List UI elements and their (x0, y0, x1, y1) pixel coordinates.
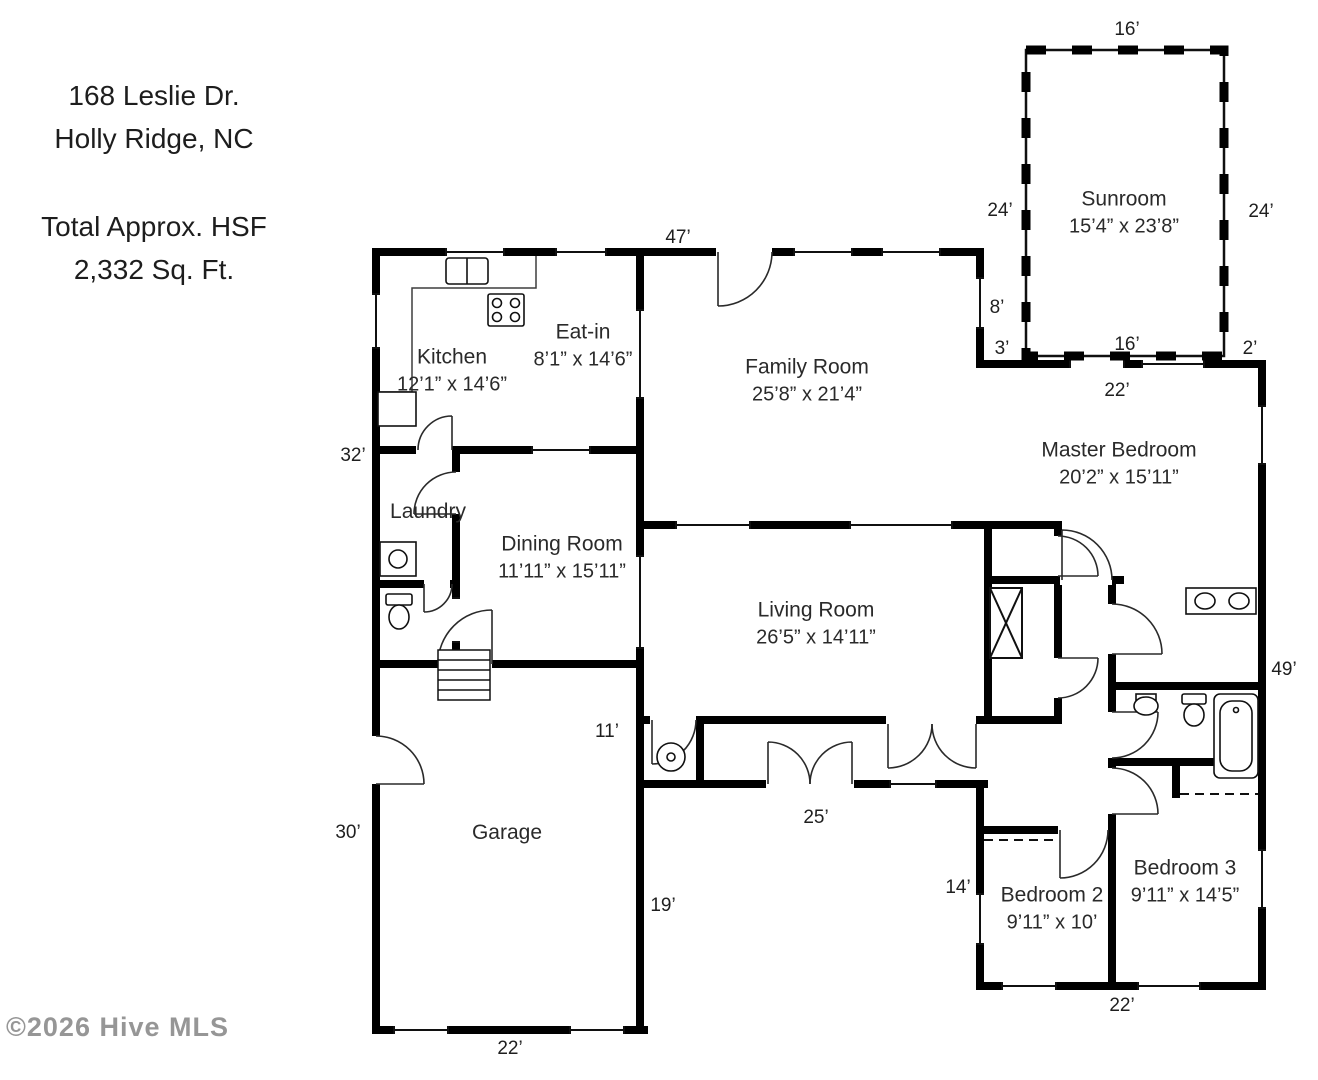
sqft-line-2: 2,332 Sq. Ft. (73, 254, 235, 286)
halfbath-toilet-icon (385, 593, 413, 630)
dim-sunroom-left: 24’ (987, 200, 1013, 221)
dim-garage-top-right: 11’ (595, 721, 619, 742)
dim-sunroom-bottom: 16’ (1114, 334, 1140, 355)
closet-rod-dashes (984, 793, 1258, 841)
room-name: Bedroom 2 (1000, 883, 1104, 907)
room-dims: 26’5” x 14’11” (756, 626, 876, 649)
room-label-kitchen: Kitchen 12’1” x 14’6” (397, 343, 507, 398)
dim-left-lower: 30’ (335, 822, 361, 843)
room-dims: 25’8” x 21’4” (751, 383, 863, 406)
mls-watermark: ©2026 Hive MLS (6, 1012, 229, 1042)
room-dims: 11’11” x 15’11” (498, 560, 626, 583)
room-name: Garage (471, 820, 543, 844)
room-name: Bedroom 3 (1133, 856, 1237, 880)
dim-hall-bottom: 25’ (803, 807, 829, 828)
room-dims: 9’11” x 10’ (1006, 911, 1098, 934)
room-name: Eat-in (555, 320, 611, 344)
dim-master-top: 22’ (1104, 380, 1130, 401)
dim-garage-bottom: 22’ (497, 1038, 523, 1059)
cooktop-icon (487, 293, 525, 327)
room-name: Sunroom (1081, 187, 1167, 211)
door-swings (375, 251, 1163, 879)
chase-x-box (989, 587, 1023, 659)
room-dims: 12’1” x 14’6” (396, 373, 508, 396)
header-spacer (8, 161, 300, 205)
room-label-dining-room: Dining Room 11’11” x 15’11” (498, 530, 626, 585)
refrigerator-icon (377, 391, 417, 427)
kitchen-sink-icon (445, 257, 489, 285)
dim-family-right-lower: 3’ (994, 338, 1010, 359)
room-label-bedroom-3: Bedroom 3 9’11” x 14’5” (1131, 854, 1240, 909)
sqft-line-1: Total Approx. HSF (41, 210, 267, 242)
room-label-family-room: Family Room 25’8” x 21’4” (745, 353, 869, 408)
room-name: Master Bedroom (1041, 438, 1197, 462)
stairs-icon (437, 649, 491, 701)
sunroom-walls (1021, 45, 1229, 361)
address-line-1: 168 Leslie Dr. (68, 80, 240, 111)
hallbath-toilet-icon (1181, 693, 1207, 727)
washer-icon (379, 541, 417, 577)
dim-sunroom-top: 16’ (1114, 19, 1140, 40)
bathtub-icon (1213, 693, 1259, 779)
dim-master-top-right: 2’ (1242, 338, 1258, 359)
water-heater-icon (656, 742, 686, 772)
vanity-sinks-icon (1185, 587, 1257, 615)
room-name: Family Room (745, 355, 869, 379)
room-label-bedroom-2: Bedroom 2 9’11” x 10’ (1001, 881, 1104, 936)
windows (372, 248, 1266, 1034)
room-name: Dining Room (501, 532, 623, 556)
room-label-laundry: Laundry (390, 498, 466, 526)
dim-right-side: 49’ (1271, 659, 1297, 680)
dim-left-upper: 32’ (340, 445, 366, 466)
dim-bedroom2-left: 14’ (945, 877, 971, 898)
room-dims: 9’11” x 14’5” (1130, 884, 1240, 907)
room-label-living-room: Living Room 26’5” x 14’11” (756, 596, 876, 651)
room-label-master-bedroom: Master Bedroom 20’2” x 15’11” (1041, 436, 1196, 491)
fixtures (377, 257, 1259, 779)
room-name: Living Room (757, 598, 875, 622)
plan-header: 168 Leslie Dr. Holly Ridge, NC Total App… (8, 74, 300, 292)
room-name: Kitchen (416, 345, 488, 369)
dim-family-right-upper: 8’ (989, 297, 1005, 318)
dim-garage-right: 19’ (650, 895, 676, 916)
dim-sunroom-right: 24’ (1248, 201, 1274, 222)
room-dims: 20’2” x 15’11” (1059, 466, 1179, 489)
room-dims: 15’4” x 23’8” (1068, 215, 1180, 238)
pedestal-sink-icon (1133, 693, 1159, 716)
room-label-sunroom: Sunroom 15’4” x 23’8” (1069, 185, 1179, 240)
room-label-eat-in: Eat-in 8’1” x 14’6” (534, 318, 633, 373)
address-line-2: Holly Ridge, NC (54, 123, 254, 155)
room-label-garage: Garage (472, 819, 542, 847)
dim-house-top: 47’ (665, 227, 691, 248)
room-dims: 8’1” x 14’6” (533, 348, 633, 371)
room-name: Laundry (390, 499, 466, 523)
dim-bedrooms-bottom: 22’ (1109, 995, 1135, 1016)
